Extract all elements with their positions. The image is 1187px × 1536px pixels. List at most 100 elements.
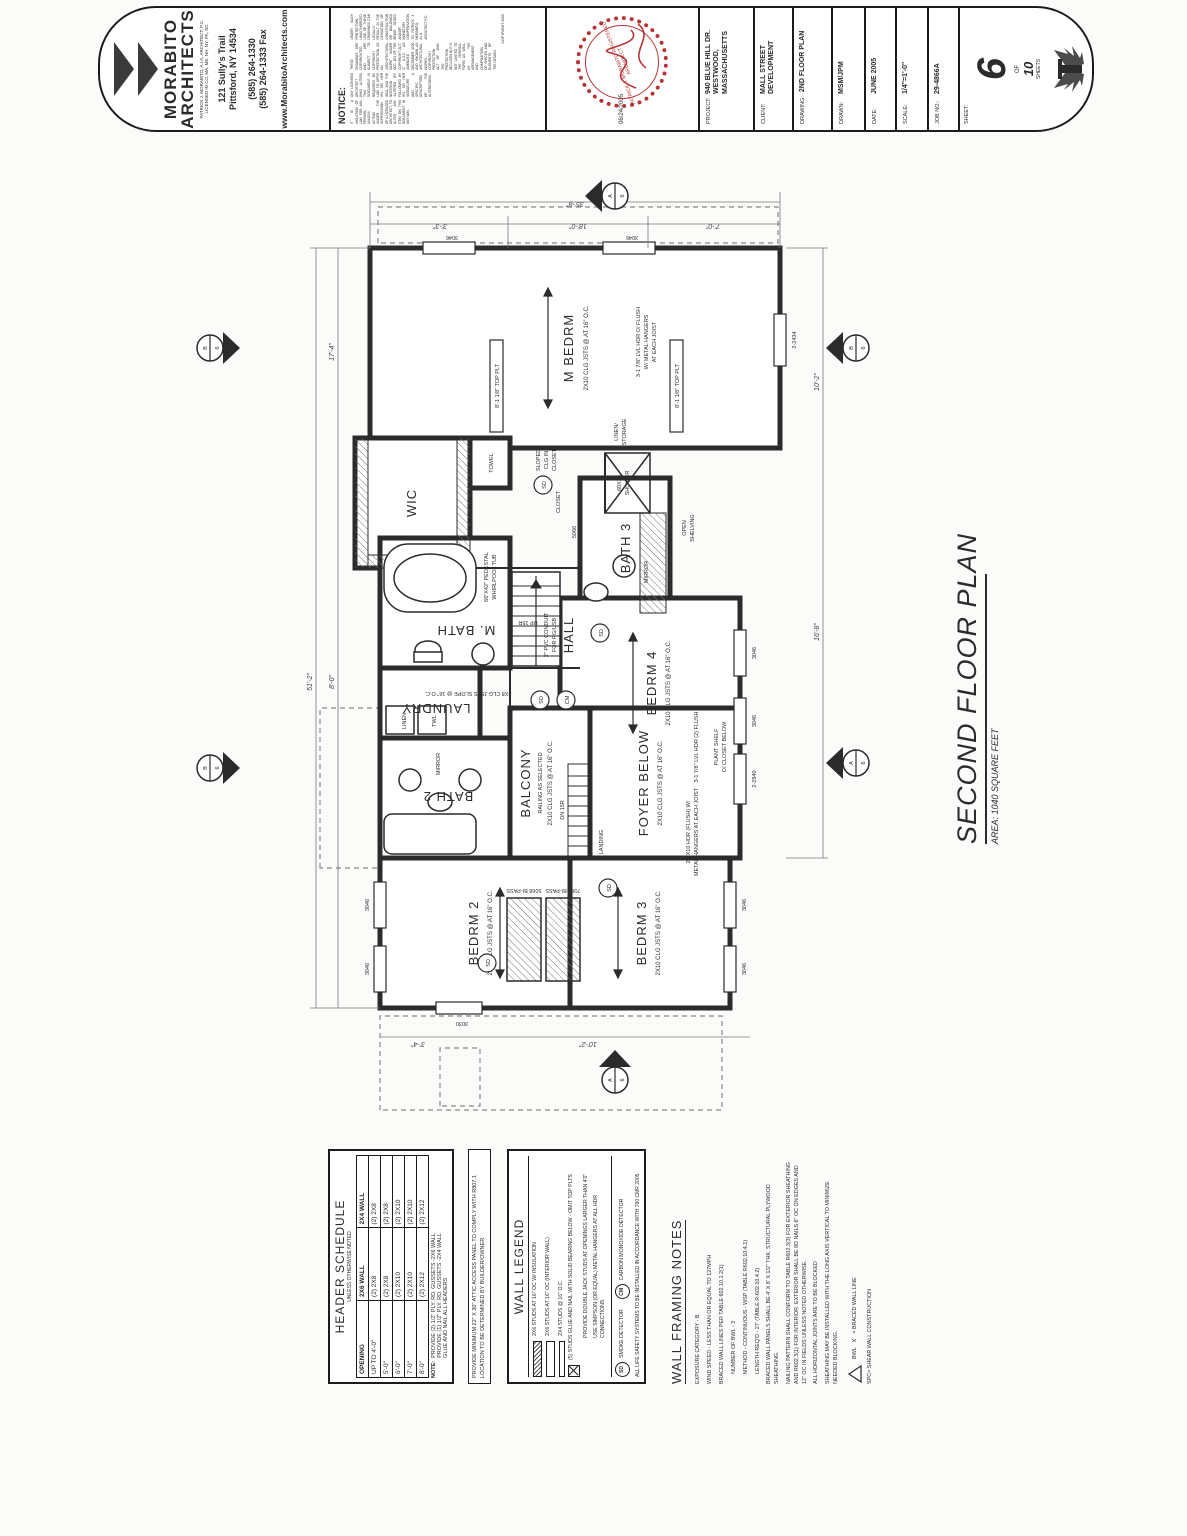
lvl2-note: 3-1 7/8" LVL HDR (2) FLUSH — [694, 711, 700, 782]
dim-label: 35'-8" — [566, 200, 584, 207]
sheet-word: SHEETS — [1035, 59, 1042, 80]
note-label: NOTE: — [431, 1360, 437, 1378]
scale-field: SCALE: 1/4"=1'-0" — [897, 8, 929, 130]
cell-2x6: (2) 2X12 — [416, 1227, 429, 1301]
co-detector-symbol: CM — [565, 695, 571, 704]
dim-label: 10'-2" — [814, 373, 821, 391]
smoke-detector-symbol: SD — [607, 884, 613, 892]
section-marker-sheet: 6 — [620, 194, 626, 197]
section-marker-sheet: 6 — [861, 761, 867, 764]
bwl-symbol-row: BWL X = BRACED WALL LINE — [847, 1149, 863, 1384]
drawing-value: 2ND FLOOR PLAN — [798, 30, 806, 93]
joist-note: 2X10 CLG JSTS @ AT 16" O.C. — [548, 740, 554, 825]
dim-label: 10'-2" — [579, 1040, 597, 1047]
section-marker-sheet: 6 — [215, 766, 221, 769]
framing-notes-title: WALL FRAMING NOTES — [669, 1219, 687, 1384]
project-label: PROJECT: — [706, 97, 713, 124]
header-schedule-table: HEADER SCHEDULE UNLESS OTHERWISE NOTED O… — [328, 1149, 454, 1384]
joist-note: 2X10 CLG JSTS @ AT 16" O.C. — [666, 640, 672, 725]
project-value-line2: WESTWOOD, MASSACHUSETTS — [713, 30, 729, 94]
twl-label: TWL — [432, 715, 438, 727]
smoke-detector-symbol: SD — [599, 629, 605, 637]
job-number-field: JOB NO.: 29-4866A — [928, 8, 960, 130]
attic-access-note: PROVIDE MINIMUM 22" X 30" ATTIC ACCESS P… — [468, 1149, 492, 1384]
firm-name-line1: MORABITO — [161, 18, 180, 120]
legend-item: 2X6 STUDS AT 16" OC W/ INSULATION — [532, 1156, 543, 1377]
window-label: 3030 — [456, 1020, 468, 1026]
cell-2x6: (2) 2X10 — [392, 1227, 405, 1301]
mirror-label: MIRROR — [436, 753, 442, 775]
lvl-hdr-note-2: W/ METAL HANGERS — [644, 314, 650, 369]
cell-2x4: (2) 2X10 — [392, 1155, 405, 1228]
legend-label: CARBON MONOXIDE DETECTOR — [619, 1198, 626, 1281]
wall-2x6-insulated-swatch — [533, 1341, 543, 1377]
section-marker-letter: A — [608, 194, 614, 198]
top-plate-callout: 8'-1 1/8" TOP PLT — [495, 363, 501, 408]
smoke-detector-icon: SD — [614, 1362, 630, 1377]
job-number-label: JOB NO.: — [934, 100, 941, 124]
dim-label: 17'-4" — [329, 343, 336, 361]
shower-label-2: SHOWER — [625, 471, 631, 496]
framing-note: SHEATHING MAY BE INSTALLED WITH THE LONG… — [825, 1181, 840, 1384]
morabito-logo-icon — [114, 42, 158, 96]
room-label-hall: HALL — [561, 617, 576, 654]
bwl-x: X — [851, 1338, 858, 1343]
firm-identity-block: MORABITO ARCHITECTS PATRICK J. MORABITO,… — [100, 8, 332, 130]
window-label: 2-2840 — [752, 770, 758, 787]
hdr-flush-2: METAL HANGERS AT EACH JOIST — [694, 787, 700, 876]
client-label: CLIENT: — [760, 103, 767, 124]
cell-2x6: (2) 2X10 — [404, 1227, 417, 1301]
dn-stairs-label: DN 15R — [560, 800, 566, 820]
wall-legend-title: WALL LEGEND — [512, 1156, 530, 1377]
wall-framing-notes: WALL FRAMING NOTES EXPOSURE CATEGORY - B… — [668, 1149, 874, 1384]
cell-opening: UP TO 4'-0" — [368, 1300, 381, 1378]
cell-2x4: (2) 2X8 — [380, 1155, 393, 1228]
wall-legend: WALL LEGEND 2X6 STUDS AT 16" OC W/ INSUL… — [507, 1149, 647, 1384]
windows — [373, 241, 787, 1015]
sloped-clg-2: CLG IN — [544, 451, 550, 469]
framing-note: NUMBER OF BWL - 3 — [730, 1320, 737, 1374]
dim-label: 16'-8" — [814, 623, 821, 641]
window-label: 5066 — [572, 526, 578, 538]
cell-2x6: (2) 2X8 — [380, 1227, 393, 1301]
firm-fax: (585) 264-1333 Fax — [258, 29, 269, 109]
bwl-note: = BRACED WALL LINE — [851, 1277, 858, 1334]
legend-label: USE SIMPSON (OR EQUAL) METAL HANGERS AT … — [593, 1194, 606, 1338]
legend-label: 2X6 STUDS AT 16" OC W/ INSULATION — [532, 1242, 539, 1336]
framing-note: WIND SPEED - LESS THAN OR EQUAL TO 127MP… — [707, 1254, 714, 1384]
spc-note: SPC= SHEAR WALL CONSTRUCTION — [866, 1289, 873, 1384]
joist-note: 2X10 CLG JSTS @ AT 16" O.C. — [658, 740, 664, 825]
section-marker-sheet: 6 — [620, 1078, 626, 1081]
conduit-note-2: FOR RG/USB — [552, 618, 558, 653]
firm-phone: (585) 264-1330 — [247, 38, 258, 100]
table-row: 6'-0" (2) 2X10 (2) 2X10 — [392, 1155, 405, 1378]
legend-label: 2X6 STUDS AT 16" OC (INTERIOR WALL) — [545, 1237, 552, 1336]
room-label-mbath: M. BATH — [437, 623, 496, 638]
header-note-3: GLUE AND NAIL ALL HEADERS — [443, 1277, 449, 1358]
room-label-balcony: BALCONY — [518, 748, 533, 817]
col-2x4-wall: 2X4 WALL — [356, 1155, 369, 1228]
firm-website: www.MorabitoArchitects.com — [278, 9, 289, 129]
notice-col3: THESE DRAWINGS ARE COPYRIGHTED AND ARE S… — [350, 42, 497, 70]
drawn-label: DRAWN: — [838, 101, 845, 124]
section-marker-letter: A — [608, 1078, 614, 1082]
life-safety-note: ALL LIFE SAFETY SYSTEMS TO BE INSTALLED … — [634, 1173, 641, 1377]
notice-label: NOTICE: — [337, 87, 348, 124]
joist-note: 2X10 CLG JSTS @ AT 16" O.C. — [584, 305, 590, 390]
section-marker-letter: A — [849, 761, 855, 765]
drawn-field: DRAWN: MSM/JPM — [832, 8, 867, 130]
cell-2x4: (2) 2X8 — [368, 1155, 381, 1228]
architect-seal-icon: PATRICK J. MORABITO REGISTERED ARCHITECT — [576, 16, 669, 108]
firm-name-line2: ARCHITECTS — [178, 9, 198, 129]
smoke-detector-symbol: SD — [539, 696, 545, 704]
legend-label: (5) STUDS GLUE AND NAIL WITH SOLID BEARI… — [568, 1174, 575, 1360]
notice-block: NOTICE: IT IS A VIOLATION OF LAW FOR ANY… — [331, 8, 547, 130]
header-schedule-title: HEADER SCHEDULE — [333, 1199, 347, 1334]
framing-note: LENGTH REQ'D - 27' (TABLE R-602.10.4.2) — [754, 1267, 761, 1374]
window-label: 3046 — [752, 715, 758, 727]
cell-opening: 6'-0" — [392, 1300, 405, 1378]
drawn-value: MSM/JPM — [837, 61, 845, 94]
legend-item: 2X4 STUDS @ 16" O.C. — [558, 1156, 566, 1377]
room-label-towel: TOWEL — [489, 453, 495, 472]
